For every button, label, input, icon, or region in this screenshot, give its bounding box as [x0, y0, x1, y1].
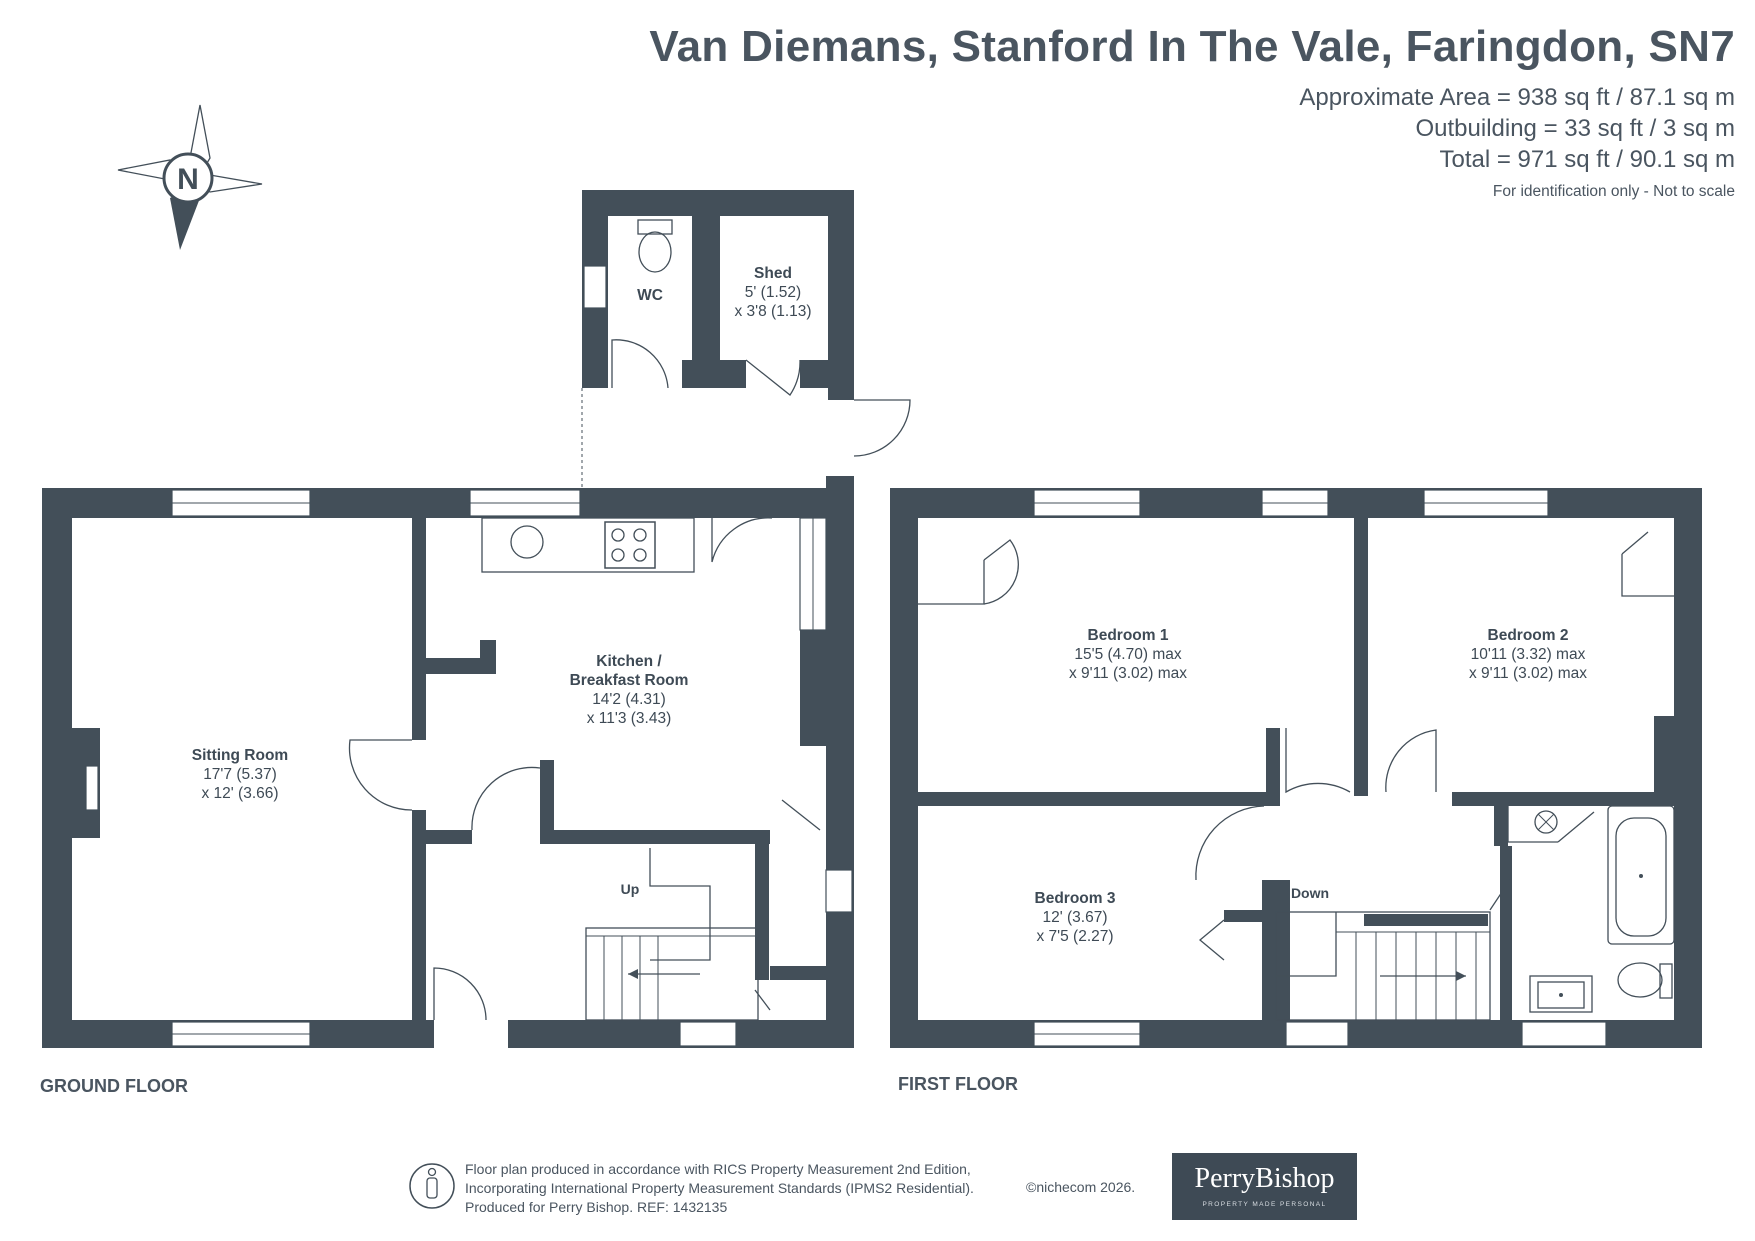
- shed-name: Shed: [754, 265, 792, 282]
- brand-name: PerryBishop: [1194, 1163, 1335, 1194]
- bedroom3-name: Bedroom 3: [1035, 890, 1116, 907]
- first-floor-label: FIRST FLOOR: [898, 1074, 1018, 1094]
- bedroom2-name: Bedroom 2: [1488, 627, 1569, 644]
- outbuilding-area: Outbuilding = 33 sq ft / 3 sq m: [1415, 115, 1735, 142]
- bedroom1-dim2: x 9'11 (3.02) max: [1069, 665, 1187, 682]
- compass-icon: N: [117, 104, 263, 250]
- kitchen-name-line2: Breakfast Room: [570, 672, 689, 689]
- bedroom2-dim2: x 9'11 (3.02) max: [1469, 665, 1587, 682]
- copyright-notice: ©nichecom 2026.: [1026, 1179, 1136, 1195]
- compass-north-label: N: [177, 163, 199, 196]
- ground-floor-label: GROUND FLOOR: [40, 1076, 188, 1096]
- sitting-room-dim1: 17'7 (5.37): [203, 766, 277, 783]
- first-floor-plan: Bedroom 1 15'5 (4.70) max x 9'11 (3.02) …: [890, 488, 1702, 1048]
- footer-line-2: Incorporating International Property Mea…: [465, 1180, 974, 1196]
- kitchen-dim1: 14'2 (4.31): [592, 691, 666, 708]
- plan-header: Van Diemans, Stanford In The Vale, Farin…: [649, 22, 1735, 201]
- stairs-up-label: Up: [621, 881, 640, 897]
- approximate-area: Approximate Area = 938 sq ft / 87.1 sq m: [1299, 84, 1735, 111]
- kitchen-name-line1: Kitchen /: [596, 653, 662, 670]
- bedroom3-dim2: x 7'5 (2.27): [1036, 928, 1113, 945]
- stairs-down-label: Down: [1291, 885, 1329, 901]
- footer-line-1: Floor plan produced in accordance with R…: [465, 1161, 971, 1177]
- scale-note: For identification only - Not to scale: [1492, 183, 1735, 200]
- sitting-room-name: Sitting Room: [192, 747, 288, 764]
- bedroom3-dim1: 12' (3.67): [1043, 909, 1108, 926]
- perry-bishop-logo: PerryBishop PROPERTY MADE PERSONAL: [1172, 1153, 1357, 1220]
- ground-floor-plan: Sitting Room 17'7 (5.37) x 12' (3.66) Ki…: [42, 190, 911, 1048]
- bedroom2-dim1: 10'11 (3.32) max: [1471, 646, 1586, 663]
- property-title: Van Diemans, Stanford In The Vale, Farin…: [649, 22, 1735, 71]
- person-info-icon: [409, 1163, 455, 1209]
- total-area: Total = 971 sq ft / 90.1 sq m: [1439, 146, 1736, 173]
- sitting-room-dim2: x 12' (3.66): [201, 785, 278, 802]
- bedroom1-name: Bedroom 1: [1088, 627, 1169, 644]
- wc-name: WC: [637, 287, 663, 304]
- brand-tagline: PROPERTY MADE PERSONAL: [1202, 1201, 1327, 1208]
- shed-dim1: 5' (1.52): [745, 284, 801, 301]
- kitchen-dim2: x 11'3 (3.43): [587, 710, 672, 727]
- bedroom1-dim1: 15'5 (4.70) max: [1074, 646, 1181, 663]
- footer-line-3: Produced for Perry Bishop. REF: 1432135: [465, 1199, 728, 1215]
- shed-dim2: x 3'8 (1.13): [734, 303, 811, 320]
- footer-disclaimer: Floor plan produced in accordance with R…: [465, 1160, 974, 1217]
